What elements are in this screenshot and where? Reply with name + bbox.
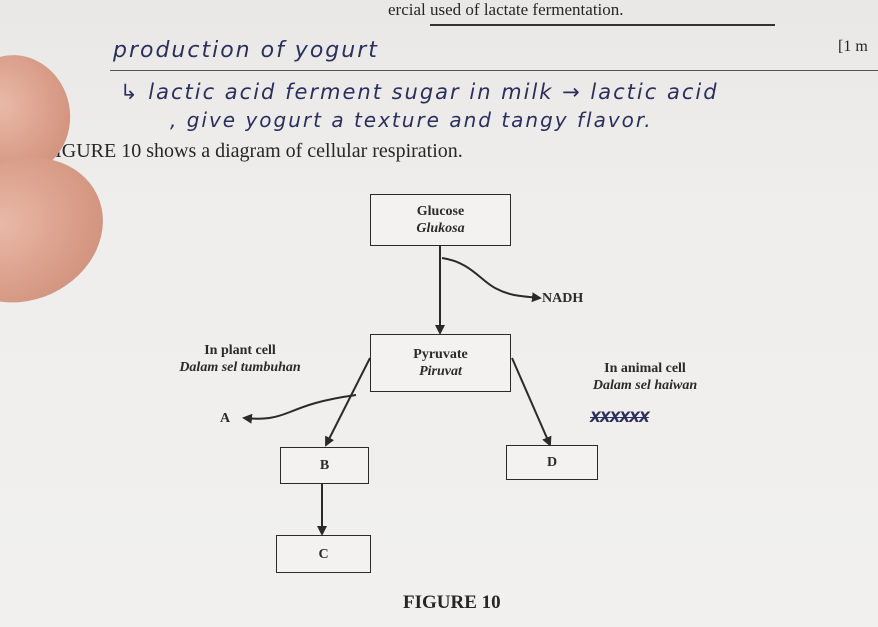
label-a: A — [220, 411, 231, 426]
glucose-label-en: Glucose — [416, 204, 465, 219]
animal-cell-label: In animal cell Dalam sel haiwan — [565, 360, 725, 394]
line-pyruvate-plant — [325, 357, 371, 447]
glucose-label-ms: Glukosa — [416, 221, 465, 236]
label-c: C — [318, 546, 329, 562]
plant-cell-en: In plant cell — [204, 343, 276, 358]
answer-line — [110, 70, 878, 72]
scribble-answer: XXXXXX — [590, 410, 650, 426]
pyruvate-box: Pyruvate Piruvat — [370, 334, 511, 392]
label-b: B — [319, 458, 330, 473]
label-d: D — [546, 455, 558, 470]
arrow-nadh — [441, 257, 542, 303]
handwritten-line-1: production of yogurt — [113, 38, 379, 63]
box-b: B — [280, 447, 369, 484]
handwritten-line-3: , give yogurt a texture and tangy flavor… — [170, 108, 653, 132]
header-underline — [430, 24, 775, 26]
animal-cell-en: In animal cell — [604, 361, 686, 376]
header-fragment: ercial used of lactate fermentation. — [388, 0, 624, 19]
handwritten-line-2: ↳ lactic acid ferment sugar in milk → la… — [120, 80, 719, 104]
pyruvate-label-en: Pyruvate — [413, 347, 468, 362]
nadh-label: NADH — [542, 291, 584, 306]
pyruvate-label-ms: Piruvat — [419, 364, 462, 379]
glucose-box: Glucose Glukosa — [370, 194, 511, 246]
box-c: C — [276, 535, 371, 573]
animal-cell-ms: Dalam sel haiwan — [592, 378, 698, 393]
plant-cell-ms: Dalam sel tumbuhan — [179, 360, 301, 375]
box-d: D — [506, 445, 598, 480]
question-text: FIGURE 10 shows a diagram of cellular re… — [44, 140, 463, 162]
line-pyruvate-animal — [511, 357, 552, 447]
plant-cell-label: In plant cell Dalam sel tumbuhan — [150, 342, 330, 376]
figure-caption: FIGURE 10 — [403, 592, 501, 613]
mark-indicator: [1 m — [838, 38, 868, 55]
arrow-a — [242, 394, 357, 424]
